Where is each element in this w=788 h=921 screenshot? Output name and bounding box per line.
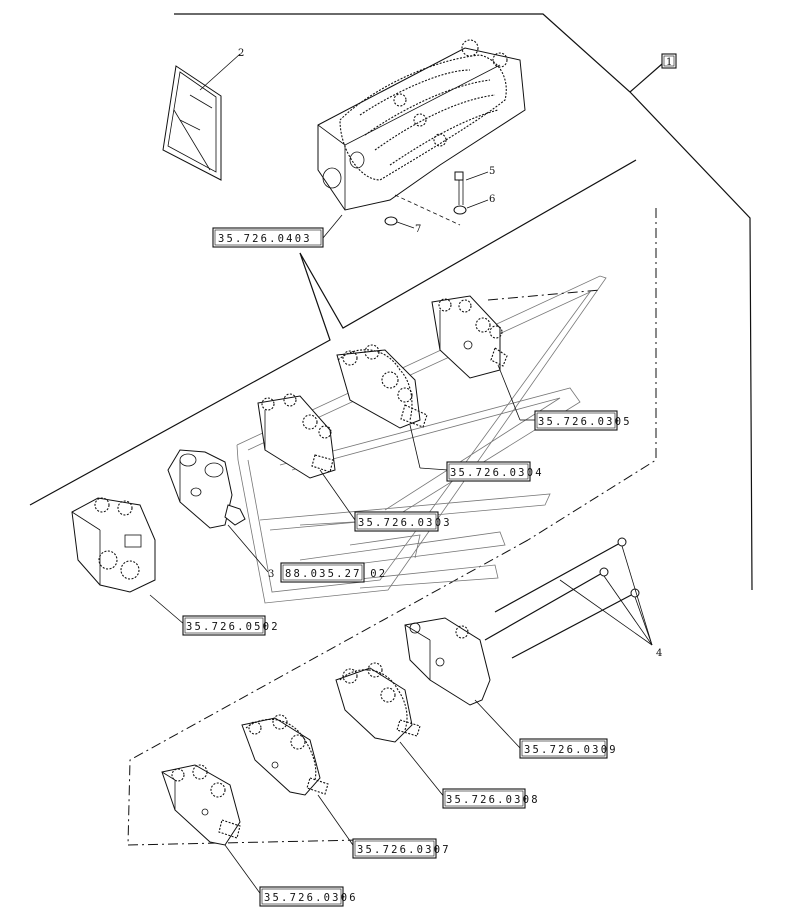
- label-section-0502: 35.726.0502: [182, 615, 280, 636]
- reference-box-label: 1: [666, 57, 672, 68]
- item-number-tie-rods: 4: [656, 648, 662, 659]
- item-number-decal: 2: [238, 48, 244, 59]
- label-main-valve: 35.726.0403: [212, 214, 343, 248]
- item-number-washer: 6: [489, 194, 495, 205]
- label-section-0303: 35.726.0303: [354, 511, 452, 532]
- section-0304-part: [336, 344, 449, 471]
- decal-sheet: 2: [162, 48, 244, 181]
- label-section-0307: 35.726.0307: [352, 838, 451, 859]
- code-section-0306: 35.726.0306: [264, 892, 358, 904]
- main-valve-assembly: [317, 39, 526, 226]
- item-number-bolt: 5: [489, 166, 495, 177]
- code-section-0309: 35.726.0309: [524, 744, 618, 756]
- section-2702-part: 3: [167, 449, 274, 580]
- item-number-valve-section: 3: [268, 569, 274, 580]
- label-section-0306: 35.726.0306: [259, 886, 358, 907]
- section-0305-part: [431, 289, 601, 421]
- label-section-0305: 35.726.0305: [520, 410, 632, 431]
- label-section-0304: 35.726.0304: [446, 461, 544, 482]
- code-section-0502: 35.726.0502: [186, 621, 280, 633]
- section-0306-part: [161, 764, 263, 897]
- tie-rods: 4: [484, 537, 662, 659]
- bolt-washer-nut: 5 6 7: [384, 166, 495, 235]
- code-section-0304: 35.726.0304: [450, 467, 544, 479]
- code-section-0307: 35.726.0307: [357, 844, 451, 856]
- section-0308-part: [335, 662, 446, 799]
- item-number-nut: 7: [415, 224, 421, 235]
- code-section-0308: 35.726.0308: [446, 794, 540, 806]
- label-section-0308: 35.726.0308: [442, 788, 540, 809]
- label-section-0309: 35.726.0309: [519, 738, 618, 759]
- code-main-valve: 35.726.0403: [218, 233, 312, 245]
- section-0303-part: [257, 393, 356, 521]
- section-0502-part: [71, 497, 186, 626]
- section-0307-part: [241, 714, 356, 849]
- code-section-0305: 35.726.0305: [538, 416, 632, 428]
- section-0309-part: [404, 617, 521, 749]
- code-section-2702: 88.035.27 02: [285, 568, 387, 580]
- reference-box-1: 1: [629, 53, 677, 93]
- code-section-0303: 35.726.0303: [358, 517, 452, 529]
- label-section-2702: 88.035.27 02: [280, 562, 387, 583]
